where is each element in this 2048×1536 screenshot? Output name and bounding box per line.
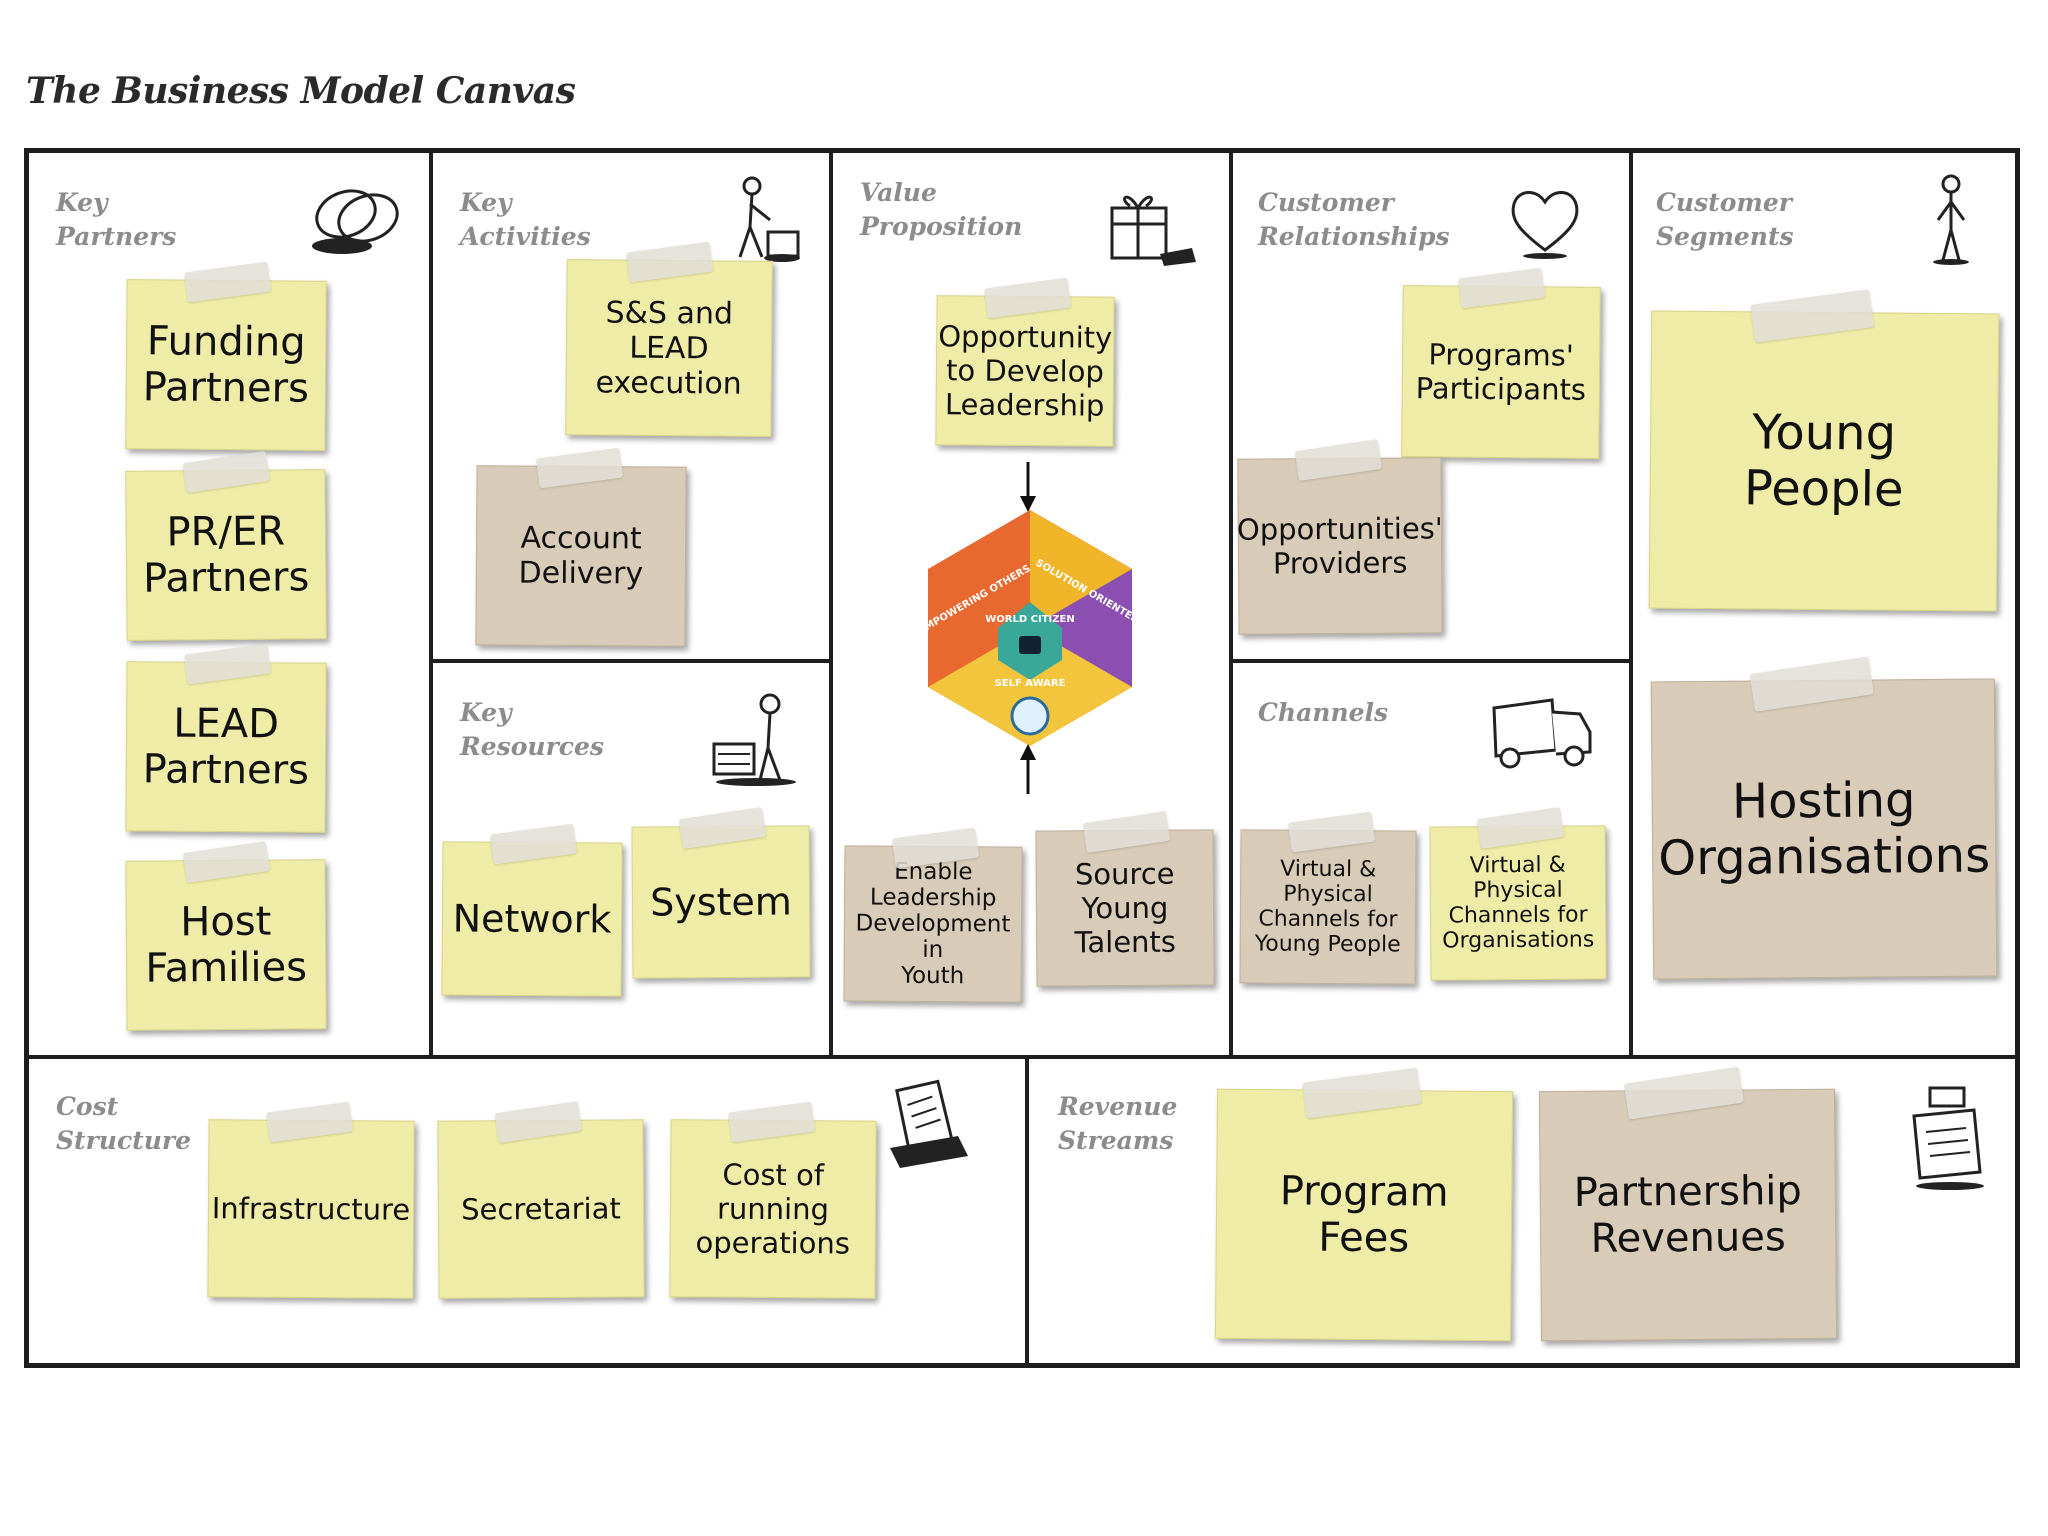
sticky-note: Opportunity to Develop Leadership bbox=[935, 277, 1115, 447]
sticky-note: Account Delivery bbox=[475, 447, 687, 647]
page-title: The Business Model Canvas bbox=[26, 70, 576, 112]
cash-register-icon bbox=[1912, 1086, 1984, 1190]
sticky-note: Funding Partners bbox=[125, 261, 327, 451]
sticky-note: Network bbox=[441, 823, 623, 997]
sticky-note: System bbox=[631, 807, 811, 979]
worker-icon bbox=[738, 176, 800, 262]
divider bbox=[829, 153, 833, 1057]
gift-icon bbox=[1110, 195, 1196, 266]
sticky-note: Program Fees bbox=[1214, 1067, 1514, 1342]
sticky-note: Source Young Talents bbox=[1035, 811, 1215, 987]
divider bbox=[1229, 153, 1233, 1057]
sticky-note: PR/ER Partners bbox=[125, 450, 327, 641]
sticky-note: Cost of running operations bbox=[669, 1101, 877, 1299]
down-arrow bbox=[1020, 462, 1036, 512]
divider bbox=[429, 153, 433, 1057]
badge-label-world-citizen: WORLD CITIZEN bbox=[985, 614, 1074, 625]
sticky-note: Host Families bbox=[125, 841, 327, 1031]
sticky-note: Opportunities' Providers bbox=[1237, 439, 1443, 635]
up-arrow bbox=[1020, 744, 1036, 794]
sticky-note: Young People bbox=[1648, 289, 2000, 612]
sticky-note: Programs' Participants bbox=[1401, 267, 1601, 459]
sticky-note: S&S and LEAD execution bbox=[565, 241, 773, 437]
divider bbox=[429, 659, 829, 663]
hexagon-badge-icon: WORLD CITIZEN SELF AWARE EMPOWERING OTHE… bbox=[928, 510, 1132, 746]
sticky-note: Hosting Organisations bbox=[1650, 656, 1998, 980]
sticky-note: Virtual & Physical Channels for Young Pe… bbox=[1239, 811, 1417, 985]
sticky-note: Secretariat bbox=[437, 1101, 645, 1299]
person-icon bbox=[1933, 174, 1969, 265]
sticky-note: Enable Leadership Development in Youth bbox=[843, 827, 1023, 1003]
section-label-channels: Channels bbox=[1258, 698, 1389, 727]
sticky-note: LEAD Partners bbox=[125, 643, 327, 833]
factory-worker-icon bbox=[712, 693, 796, 786]
receipt-icon bbox=[890, 1079, 968, 1168]
sticky-note: Partnership Revenues bbox=[1538, 1066, 1838, 1342]
divider bbox=[1629, 153, 1633, 1057]
truck-icon bbox=[1492, 698, 1592, 769]
business-model-canvas bbox=[24, 148, 2020, 1368]
divider bbox=[29, 1055, 2015, 1059]
sticky-note: Infrastructure bbox=[207, 1101, 415, 1299]
divider bbox=[1229, 659, 1629, 663]
sticky-note: Virtual & Physical Channels for Organisa… bbox=[1429, 807, 1607, 981]
chain-links-icon bbox=[312, 189, 399, 254]
heart-icon bbox=[1511, 191, 1579, 259]
badge-label-self-aware: SELF AWARE bbox=[995, 678, 1066, 689]
divider bbox=[1025, 1057, 1029, 1363]
